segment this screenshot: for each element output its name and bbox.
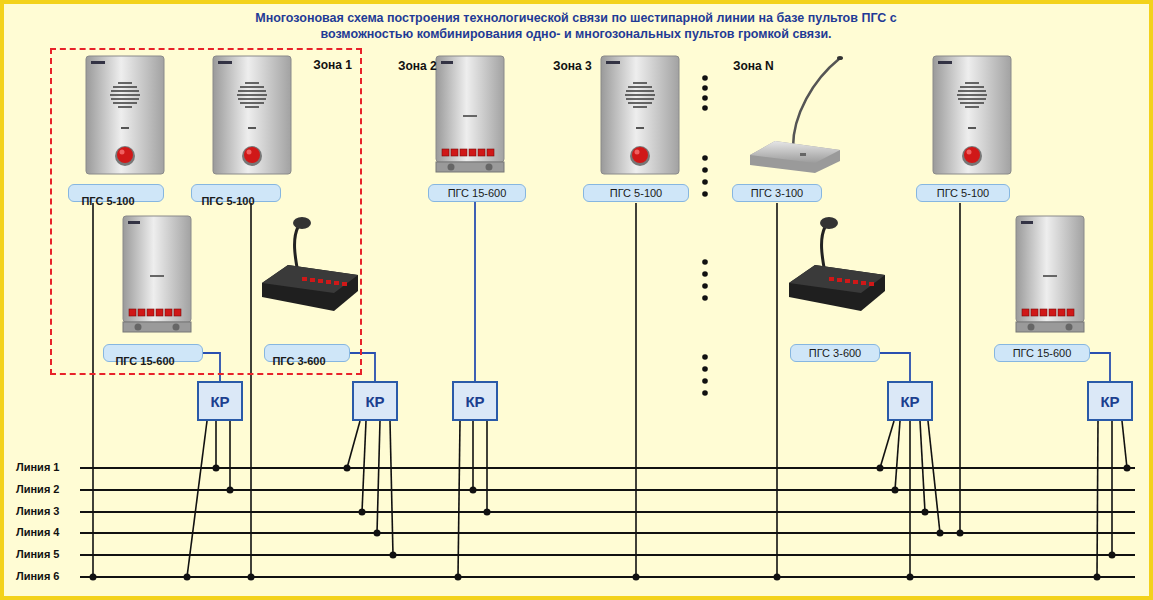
- connector-wire: [350, 353, 375, 381]
- wall-panel-picture: [213, 56, 291, 174]
- junction-box: КР: [887, 381, 933, 421]
- junction-box: КР: [352, 381, 398, 421]
- device-tag: ПГС 5-100: [68, 184, 164, 202]
- ellipsis-dots: [702, 75, 708, 396]
- zone-label: Зона N: [733, 59, 774, 73]
- line-label: Линия 4: [16, 526, 59, 538]
- desk-console-picture: [750, 56, 843, 173]
- line-label: Линия 1: [16, 461, 59, 473]
- device-pictures: [86, 56, 1084, 332]
- line-label: Линия 5: [16, 548, 59, 560]
- junction-box: КР: [197, 381, 243, 421]
- tap-wires: [93, 203, 1127, 577]
- box-name: КР: [465, 393, 484, 410]
- device-name: ПГС 3-600: [272, 355, 325, 367]
- wall-panel-picture: [436, 56, 504, 172]
- device-tag: ПГС 15-600: [994, 344, 1090, 362]
- device-name: ПГС 5-100: [81, 195, 134, 207]
- device-name: ПГС 3-600: [809, 347, 862, 359]
- junction-box: КР: [452, 381, 498, 421]
- device-tag: ПГС 3-100: [732, 184, 822, 202]
- device-tag: ПГС 3-600: [264, 344, 350, 362]
- desk-console-picture: [262, 217, 358, 311]
- line-bus-wires: [80, 468, 1135, 577]
- line-label: Линия 3: [16, 505, 59, 517]
- connector-wire: [474, 202, 476, 381]
- device-name: ПГС 15-600: [448, 187, 507, 199]
- device-tag: ПГС 15-600: [428, 184, 526, 202]
- wall-panel-picture: [933, 56, 1011, 174]
- desk-console-picture: [789, 217, 885, 311]
- zone-label: Зона 2: [398, 59, 437, 73]
- wall-panel-picture: [601, 56, 679, 174]
- device-name: ПГС 5-100: [610, 187, 663, 199]
- device-name: ПГС 5-100: [937, 187, 990, 199]
- device-tag: ПГС 5-100: [583, 184, 689, 202]
- device-tag: ПГС 15-600: [103, 344, 203, 362]
- device-tag: ПГС 3-600: [790, 344, 880, 362]
- box-name: КР: [210, 393, 229, 410]
- diagram-title: Многозоновая схема построения технологич…: [216, 10, 936, 42]
- zone-frame: Зона 1ПГС 5-100ПГС 5-100ПГС 15-600ПГС 3-…: [50, 48, 362, 375]
- connector-wire: [880, 353, 910, 381]
- wall-panel-picture: [86, 56, 164, 174]
- wall-panel-picture: [123, 216, 191, 332]
- junction-dots: [90, 465, 1131, 581]
- box-name: КР: [1100, 393, 1119, 410]
- zone-name: Зона 1: [313, 58, 352, 72]
- connector-wire: [1090, 353, 1110, 381]
- device-name: ПГС 5-100: [201, 195, 254, 207]
- device-name: ПГС 15-600: [1013, 347, 1072, 359]
- line-label: Линия 6: [16, 570, 59, 582]
- wall-panel-picture: [1016, 216, 1084, 332]
- zone-label: Зона 3: [553, 59, 592, 73]
- connector-wire: [203, 353, 220, 381]
- device-tag: ПГС 5-100: [916, 184, 1010, 202]
- device-name: ПГС 15-600: [115, 355, 174, 367]
- line-label: Линия 2: [16, 483, 59, 495]
- junction-box: КР: [1087, 381, 1133, 421]
- device-tag: ПГС 5-100: [191, 184, 281, 202]
- box-name: КР: [365, 393, 384, 410]
- device-name: ПГС 3-100: [751, 187, 804, 199]
- box-name: КР: [900, 393, 919, 410]
